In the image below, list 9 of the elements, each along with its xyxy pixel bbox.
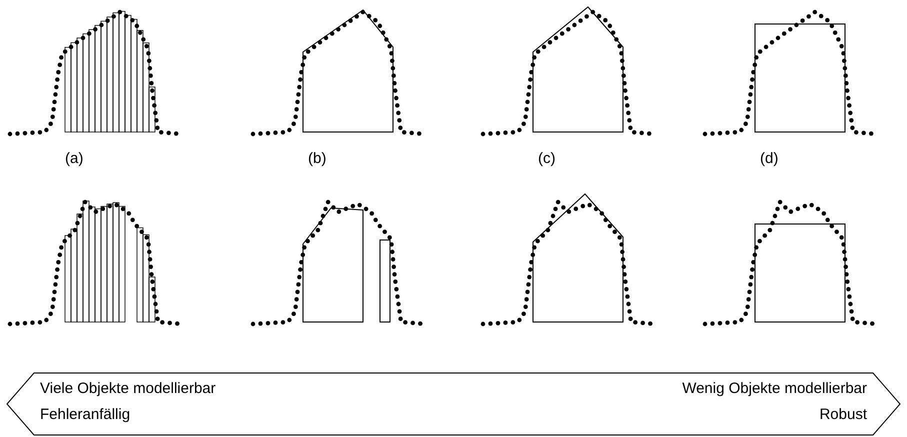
panel-caption: (c) bbox=[538, 150, 556, 167]
scale-text: Robust bbox=[819, 406, 867, 424]
scale-text: Viele Objekte modellierbar bbox=[40, 380, 216, 398]
panel-caption: (a) bbox=[65, 150, 84, 167]
scale-text: Wenig Objekte modellierbar bbox=[682, 380, 867, 398]
scale-text: Fehleranfällig bbox=[40, 406, 130, 424]
panel-caption: (d) bbox=[760, 150, 778, 167]
double-arrow bbox=[6, 372, 901, 436]
panel-caption: (b) bbox=[308, 150, 326, 167]
